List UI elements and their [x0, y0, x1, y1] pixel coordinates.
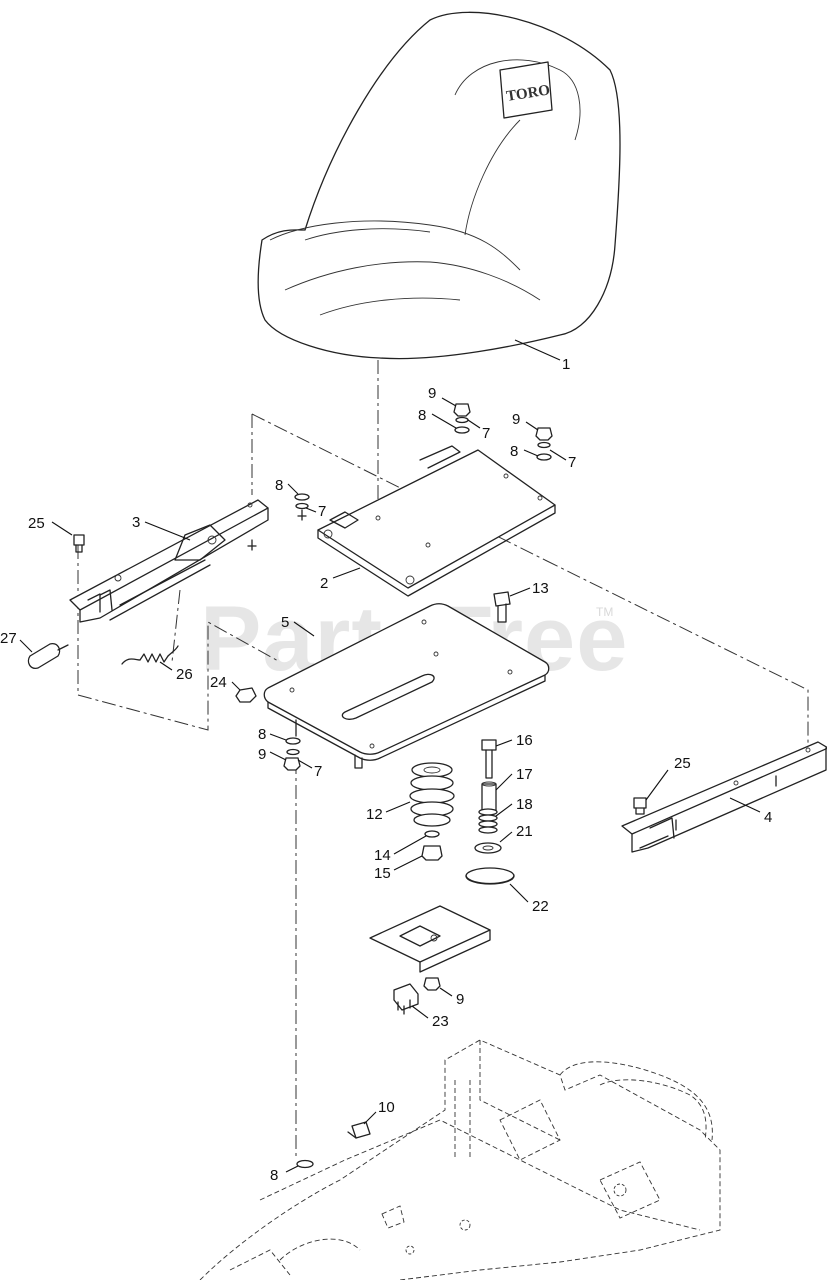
callout-9: 9 [258, 746, 266, 763]
callout-7: 7 [482, 425, 490, 442]
nut-24[interactable] [235, 687, 257, 703]
bolt-25-right[interactable] [633, 797, 647, 815]
callout-5: 5 [281, 614, 289, 631]
spacer-17[interactable] [481, 781, 497, 813]
callout-22: 22 [532, 898, 549, 915]
callout-8: 8 [270, 1167, 278, 1184]
seat-switch[interactable] [393, 983, 419, 1015]
callout-21: 21 [516, 823, 533, 840]
callout-24: 24 [210, 674, 227, 691]
callout-10: 10 [378, 1099, 395, 1116]
callout-18: 18 [516, 796, 533, 813]
washer-21[interactable] [474, 842, 502, 854]
hardware-stack-b[interactable] [535, 427, 553, 461]
logo-text: TORO [505, 82, 551, 105]
chassis-frame [199, 1039, 721, 1280]
adjustment-knob[interactable] [27, 643, 69, 669]
callout-12: 12 [366, 806, 383, 823]
callout-15: 15 [374, 865, 391, 882]
tension-spring[interactable] [121, 645, 179, 665]
bumper-22[interactable] [465, 867, 515, 885]
callout-9: 9 [456, 991, 464, 1008]
right-slide-rail[interactable] [621, 741, 827, 853]
washer-8-frame[interactable] [296, 1159, 314, 1169]
hardware-stack-a[interactable] [453, 403, 471, 434]
callout-25: 25 [28, 515, 45, 532]
seat[interactable]: TORO [257, 11, 621, 360]
callout-16: 16 [516, 732, 533, 749]
callout-26: 26 [176, 666, 193, 683]
watermark-tm: TM [596, 605, 613, 619]
callout-27: 27 [0, 630, 17, 647]
callout-7: 7 [314, 763, 322, 780]
callout-9: 9 [512, 411, 520, 428]
callout-23: 23 [432, 1013, 449, 1030]
coil-spring[interactable] [409, 762, 455, 827]
bolt-16[interactable] [481, 739, 497, 779]
hardware-stack-d[interactable] [283, 719, 301, 771]
callout-labels: 1 9 8 7 9 8 7 8 7 25 3 2 13 5 27 26 24 8… [0, 356, 772, 1184]
callout-2: 2 [320, 575, 328, 592]
toro-logo: TORO [499, 61, 553, 119]
alignment-lines [77, 360, 809, 1160]
mounting-bracket[interactable] [369, 905, 491, 973]
seat-mounting-plate[interactable] [317, 445, 556, 597]
callout-4: 4 [764, 809, 772, 826]
callout-7: 7 [568, 454, 576, 471]
callout-8: 8 [258, 726, 266, 743]
callout-25: 25 [674, 755, 691, 772]
washer-14[interactable] [424, 830, 440, 838]
callout-13: 13 [532, 580, 549, 597]
nut-9-bracket[interactable] [423, 977, 441, 991]
callout-8: 8 [510, 443, 518, 460]
nut-15[interactable] [421, 845, 443, 861]
leader-lines [19, 339, 761, 1173]
left-slide-rail[interactable] [69, 499, 269, 623]
bolt-25-left[interactable] [73, 534, 85, 553]
callout-3: 3 [132, 514, 140, 531]
callout-1: 1 [562, 356, 570, 373]
bolt-10[interactable] [347, 1121, 371, 1139]
callout-17: 17 [516, 766, 533, 783]
callout-14: 14 [374, 847, 391, 864]
callout-9: 9 [428, 385, 436, 402]
suspension-plate[interactable] [263, 603, 550, 769]
hardware-stack-c[interactable] [294, 493, 310, 521]
callout-7: 7 [318, 503, 326, 520]
spring-18[interactable] [478, 808, 498, 834]
callout-8: 8 [275, 477, 283, 494]
bolt-13[interactable] [493, 591, 511, 623]
callout-8: 8 [418, 407, 426, 424]
